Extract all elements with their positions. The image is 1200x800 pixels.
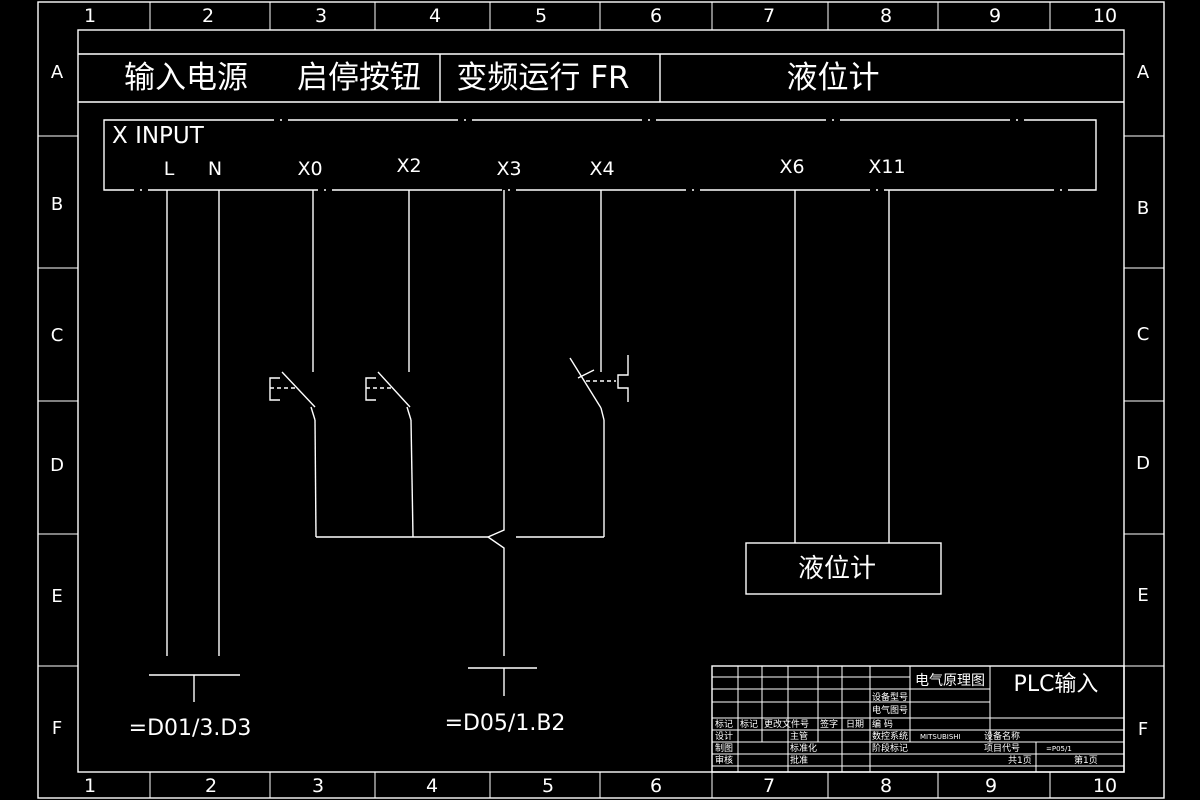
header-vfd-run: 变频运行 FR — [456, 60, 629, 96]
col-number: 5 — [542, 775, 554, 797]
header-level-meter: 液位计 — [787, 60, 880, 96]
col-number: 6 — [650, 775, 662, 797]
terminal-label: X11 — [868, 156, 905, 178]
header-start-stop: 启停按钮 — [297, 60, 421, 96]
row-letter: A — [51, 62, 64, 83]
approve-label: 批准 — [790, 754, 808, 766]
col-number: 10 — [1093, 5, 1117, 27]
rev-header: 标记 — [740, 718, 758, 730]
pushbutton-x2 — [365, 190, 414, 538]
col-number: 3 — [312, 775, 324, 797]
level-meter-label: 液位计 — [798, 554, 876, 584]
col-number: 7 — [763, 775, 775, 797]
col-number: 6 — [650, 5, 662, 27]
module-title: X INPUT — [112, 123, 205, 149]
col-number: 8 — [880, 775, 892, 797]
cross-ref-common: =D05/1.B2 — [445, 711, 566, 736]
col-number: 1 — [84, 775, 96, 797]
terminal-label: X0 — [297, 158, 322, 180]
contact-x4-fr — [569, 190, 629, 537]
row-letter: E — [51, 586, 62, 607]
row-letter: E — [1137, 585, 1148, 606]
terminal-label: L — [164, 158, 175, 180]
row-letter: F — [1138, 719, 1148, 740]
control-system-label: 数控系统 — [872, 730, 908, 742]
rev-header: 签字 — [820, 718, 838, 730]
drawing-name: PLC输入 — [1014, 672, 1099, 697]
drafter-label: 制图 — [715, 742, 733, 754]
inner-border — [77, 29, 1125, 773]
col-number: 7 — [763, 5, 775, 27]
project-code-value: =P05/1 — [1046, 745, 1072, 753]
total-pages: 共1页 — [1008, 755, 1032, 766]
rev-header: 日期 — [846, 719, 864, 730]
terminal-label: X4 — [589, 158, 614, 180]
col-number: 10 — [1093, 775, 1117, 797]
x-input-module: X INPUT L N X0 X2 X3 X4 X6 X11 — [103, 119, 1097, 191]
top-column-numbers: 1 2 3 4 5 6 7 8 9 10 — [84, 5, 1117, 27]
col-number: 3 — [315, 5, 327, 27]
level-meter: 液位计 — [745, 190, 942, 595]
col-number: 2 — [202, 5, 214, 27]
col-number: 8 — [880, 5, 892, 27]
col-number: 9 — [985, 775, 997, 797]
row-letter: D — [50, 455, 64, 476]
drawing-type: 电气原理图 — [915, 673, 985, 689]
col-number: 4 — [426, 775, 438, 797]
row-dividers — [38, 135, 1164, 667]
equipment-name-label: 设备名称 — [984, 730, 1020, 742]
terminal-label: X2 — [396, 155, 421, 177]
row-letter: D — [1136, 453, 1150, 474]
col-number: 1 — [84, 5, 96, 27]
row-letters: A B C D E F A B C D E F — [50, 62, 1150, 740]
col-number: 2 — [205, 775, 217, 797]
control-system-value: MITSUBISHI — [920, 733, 961, 741]
designer-label: 设计 — [715, 730, 733, 742]
supervisor-label: 主管 — [790, 730, 808, 742]
col-number: 4 — [429, 5, 441, 27]
row-letter: A — [1137, 62, 1150, 83]
code-label: 编 码 — [872, 718, 893, 730]
row-letter: B — [1137, 198, 1149, 219]
stage-label: 阶段标记 — [872, 742, 908, 754]
reviewer-label: 审核 — [715, 754, 733, 766]
terminal-label: X3 — [496, 158, 521, 180]
pushbutton-x0 — [269, 190, 317, 538]
project-code-label: 项目代号 — [984, 743, 1020, 754]
rev-header: 更改文件号 — [764, 718, 809, 730]
cross-ref-power: =D01/3.D3 — [129, 716, 252, 741]
rev-header: 标记 — [715, 718, 733, 730]
row-letter: C — [1137, 324, 1150, 345]
col-number: 5 — [535, 5, 547, 27]
col-number: 9 — [989, 5, 1001, 27]
standard-label: 标准化 — [790, 742, 817, 754]
power-wires: =D01/3.D3 — [129, 190, 252, 741]
equipment-model-label: 设备型号 — [872, 691, 908, 703]
bottom-column-numbers: 1 2 3 4 5 6 7 8 9 10 — [84, 775, 1117, 797]
row-letter: F — [52, 718, 62, 739]
header-power-input: 输入电源 — [124, 60, 248, 96]
header-strip: 输入电源 启停按钮 变频运行 FR 液位计 — [78, 53, 1124, 103]
common-bus: =D05/1.B2 — [316, 190, 604, 736]
drawing-number-label: 电气图号 — [872, 704, 908, 716]
row-letter: B — [51, 194, 63, 215]
row-letter: C — [51, 325, 64, 346]
column-dividers — [149, 2, 1051, 798]
outer-border — [37, 1, 1165, 799]
terminal-label: X6 — [779, 156, 804, 178]
terminal-label: N — [208, 158, 222, 180]
title-block: 电气原理图 PLC输入 设备型号 电气图号 标记 标记 更改文件号 签字 日期 … — [711, 665, 1125, 773]
page-number: 第1页 — [1074, 754, 1098, 766]
